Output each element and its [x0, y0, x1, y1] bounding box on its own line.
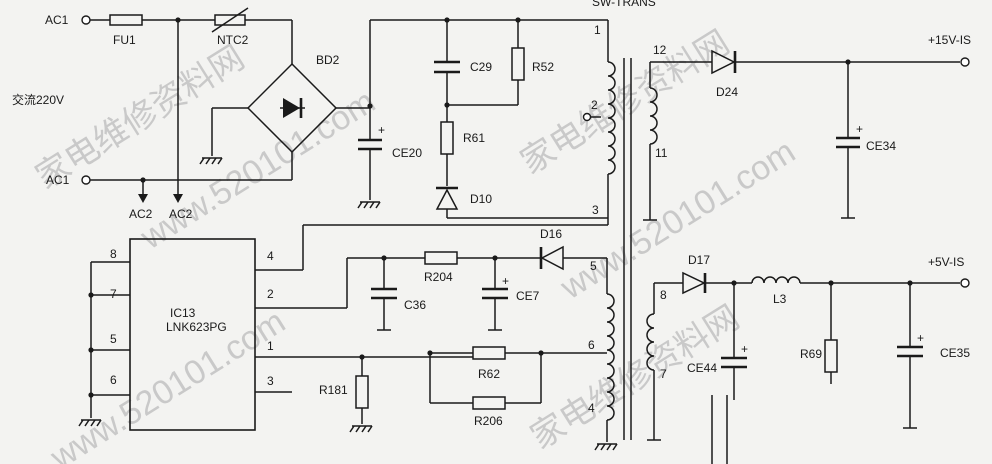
label-ac1-top: AC1	[45, 13, 69, 27]
ac1-top-terminal	[81, 15, 91, 25]
pin-label-ic8: 8	[110, 247, 117, 261]
label-ce7: CE7	[516, 289, 540, 303]
diode-d17	[682, 271, 707, 295]
pin-label-t12: 12	[653, 43, 667, 57]
label-ic13: IC13	[170, 306, 196, 320]
label-d17: D17	[688, 253, 710, 267]
pin-label-ic6: 6	[110, 373, 117, 387]
label-r52: R52	[532, 60, 554, 74]
transformer-sw-trans	[582, 58, 661, 451]
label-ce35: CE35	[940, 346, 970, 360]
label-sw-trans: SW-TRANS	[592, 0, 656, 9]
pin-label-t6: 6	[588, 338, 595, 352]
label-r181: R181	[319, 383, 348, 397]
watermark-text: 家电维修资料网	[514, 23, 736, 181]
pin-label-ic3: 3	[267, 374, 274, 388]
svg-text:+: +	[378, 123, 385, 137]
ic13-chip	[129, 238, 256, 431]
label-ac2-a: AC2	[129, 207, 153, 221]
resistor-r69	[824, 339, 838, 373]
label-r61: R61	[463, 131, 485, 145]
label-r69: R69	[800, 347, 822, 361]
resistor-r206	[472, 396, 506, 410]
label-ac2-b: AC2	[169, 207, 193, 221]
watermark-text: 家电维修资料网	[524, 298, 746, 456]
resistor-r52	[511, 47, 525, 81]
label-d16: D16	[540, 227, 562, 241]
pin-label-t2: 2	[591, 98, 598, 112]
primary-section: +	[357, 17, 609, 219]
svg-text:+: +	[502, 274, 509, 288]
label-d10: D10	[470, 192, 492, 206]
svg-text:+: +	[741, 342, 748, 356]
label-ac1-bottom: AC1	[46, 173, 70, 187]
resistor-r181	[355, 375, 369, 409]
label-d24: D24	[716, 85, 738, 99]
pin-label-ic5: 5	[110, 332, 117, 346]
label-c36: C36	[404, 298, 426, 312]
label-r206: R206	[474, 414, 503, 428]
diode-d16	[539, 245, 564, 271]
output-15v-terminal	[960, 57, 970, 67]
label-l3: L3	[773, 292, 787, 306]
pin-label-ic7: 7	[110, 287, 117, 301]
diode-d10	[435, 186, 459, 210]
pin-label-t5: 5	[590, 259, 597, 273]
pin-label-t8: 8	[660, 288, 667, 302]
resistor-r204	[424, 251, 458, 265]
pin-label-ic4: 4	[267, 249, 274, 263]
label-mains-voltage: 交流220V	[12, 92, 64, 107]
watermark-layer: 家电维修资料网 www.520101.com 家电维修资料网 www.52010…	[29, 23, 802, 464]
output-5v-section: + +	[653, 271, 970, 464]
label-ntc2: NTC2	[217, 33, 249, 47]
label-c29: C29	[470, 60, 492, 74]
ground-icon	[349, 425, 373, 433]
label-r62: R62	[478, 367, 500, 381]
label-ce44: CE44	[687, 361, 717, 375]
fuse-fu1	[109, 14, 143, 26]
label-bd2: BD2	[316, 53, 340, 67]
pin-label-t1: 1	[594, 23, 601, 37]
labels: AC1 AC1 交流220V AC2 AC2 FU1 NTC2 BD2 CE20…	[12, 0, 971, 428]
pin-label-t3: 3	[592, 203, 599, 217]
ground-icon	[199, 157, 223, 165]
pin-label-t7: 7	[660, 367, 667, 381]
ground-icon	[594, 443, 618, 451]
label-ce34: CE34	[866, 139, 896, 153]
ac-input-section	[81, 7, 370, 203]
resistor-r62	[472, 346, 506, 360]
output-15v-section: +	[650, 49, 970, 219]
feedback-section: +	[349, 245, 608, 433]
svg-text:+: +	[917, 331, 924, 345]
svg-text:+: +	[856, 122, 863, 136]
bridge-rectifier-bd2	[246, 62, 338, 154]
pin-label-t4: 4	[588, 401, 595, 415]
output-5v-terminal	[960, 278, 970, 288]
label-output-5v: +5V-IS	[928, 255, 964, 269]
label-output-15v: +15V-IS	[928, 33, 971, 47]
label-ce20: CE20	[392, 146, 422, 160]
pin-label-ic2: 2	[267, 287, 274, 301]
pin-label-t11: 11	[655, 146, 668, 160]
label-lnk623pg: LNK623PG	[166, 320, 227, 334]
resistor-r61	[440, 121, 454, 155]
ground-icon	[78, 419, 102, 427]
label-fu1: FU1	[113, 33, 136, 47]
ac1-bottom-terminal	[81, 175, 91, 185]
ground-icon	[357, 201, 381, 209]
pin-label-ic1: 1	[267, 339, 274, 353]
label-r204: R204	[424, 270, 453, 284]
